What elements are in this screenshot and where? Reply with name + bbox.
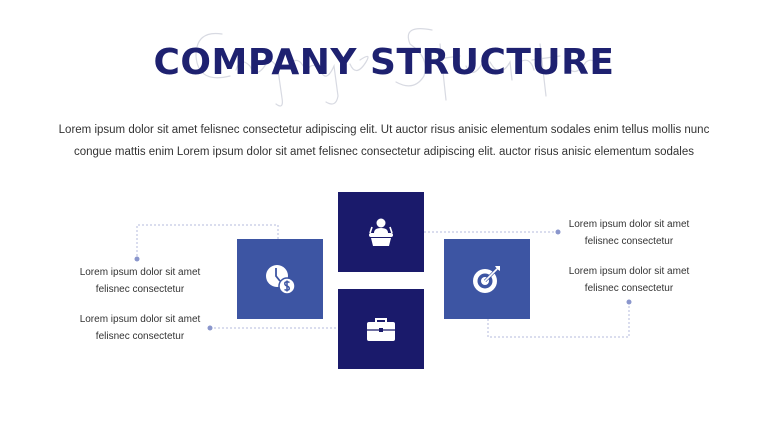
caption-line: felisnec consectetur: [95, 331, 185, 342]
caption-line: Lorem ipsum dolor sit amet: [79, 314, 201, 325]
box-speaker: [338, 192, 424, 272]
box-clock-money: [237, 239, 323, 319]
connector-dot: [555, 229, 561, 235]
briefcase-icon: [367, 318, 395, 341]
box-briefcase: [338, 289, 424, 369]
connector-left-top: [136, 224, 279, 259]
caption-line: felisnec consectetur: [584, 283, 674, 294]
connector-dot: [626, 299, 632, 305]
connector-dot: [207, 325, 213, 331]
caption-line: Lorem ipsum dolor sit amet: [568, 219, 690, 230]
intro-paragraph: Lorem ipsum dolor sit amet felisnec cons…: [40, 119, 728, 163]
connector-right-bottom: [487, 302, 630, 338]
caption-line: Lorem ipsum dolor sit amet: [568, 266, 690, 277]
caption-left-top: Lorem ipsum dolor sit amet felisnec cons…: [55, 264, 225, 298]
intro-line-2: congue mattis enim Lorem ipsum dolor sit…: [73, 146, 694, 158]
speaker-podium-icon: [369, 218, 393, 246]
target-icon: [473, 266, 500, 293]
caption-right-top: Lorem ipsum dolor sit amet felisnec cons…: [544, 216, 714, 250]
connector-dot: [134, 256, 140, 262]
caption-line: Lorem ipsum dolor sit amet: [79, 267, 201, 278]
clock-money-icon: [266, 265, 296, 295]
box-target: [444, 239, 530, 319]
intro-line-1: Lorem ipsum dolor sit amet felisnec cons…: [58, 124, 710, 136]
caption-right-bottom: Lorem ipsum dolor sit amet felisnec cons…: [544, 263, 714, 297]
page-title: COMPANY STRUCTURE: [153, 42, 615, 83]
background-script-watermark: [195, 28, 601, 107]
caption-line: felisnec consectetur: [584, 236, 674, 247]
caption-line: felisnec consectetur: [95, 284, 185, 295]
caption-left-bottom: Lorem ipsum dolor sit amet felisnec cons…: [55, 311, 225, 345]
